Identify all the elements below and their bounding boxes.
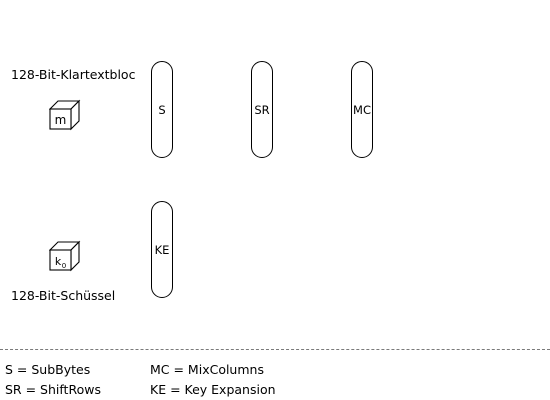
- shiftrows-box: SR: [251, 61, 273, 158]
- plaintext-cube-icon: m: [49, 99, 81, 131]
- subbytes-box: S: [151, 61, 173, 158]
- legend-subbytes: S = SubBytes: [5, 362, 91, 377]
- legend-shiftrows: SR = ShiftRows: [5, 382, 101, 397]
- legend-key-expansion: KE = Key Expansion: [150, 382, 276, 397]
- legend-mixcolumns: MC = MixColumns: [150, 362, 264, 377]
- shiftrows-box-label: SR: [254, 102, 270, 117]
- key-label: 128-Bit-Schüssel: [11, 288, 116, 303]
- key-expansion-box: KE: [151, 201, 173, 298]
- mixcolumns-box: MC: [351, 61, 373, 158]
- plaintext-symbol: m: [55, 113, 67, 127]
- legend-divider: [0, 349, 550, 350]
- key-symbol-subscript: 0: [62, 262, 66, 270]
- mixcolumns-box-label: MC: [353, 102, 371, 117]
- plaintext-label: 128-Bit-Klartextbloc: [11, 67, 136, 82]
- key-expansion-box-label: KE: [154, 242, 170, 257]
- key-cube-icon: k 0: [49, 240, 81, 272]
- subbytes-box-label: S: [158, 102, 166, 117]
- key-symbol: k: [55, 255, 62, 268]
